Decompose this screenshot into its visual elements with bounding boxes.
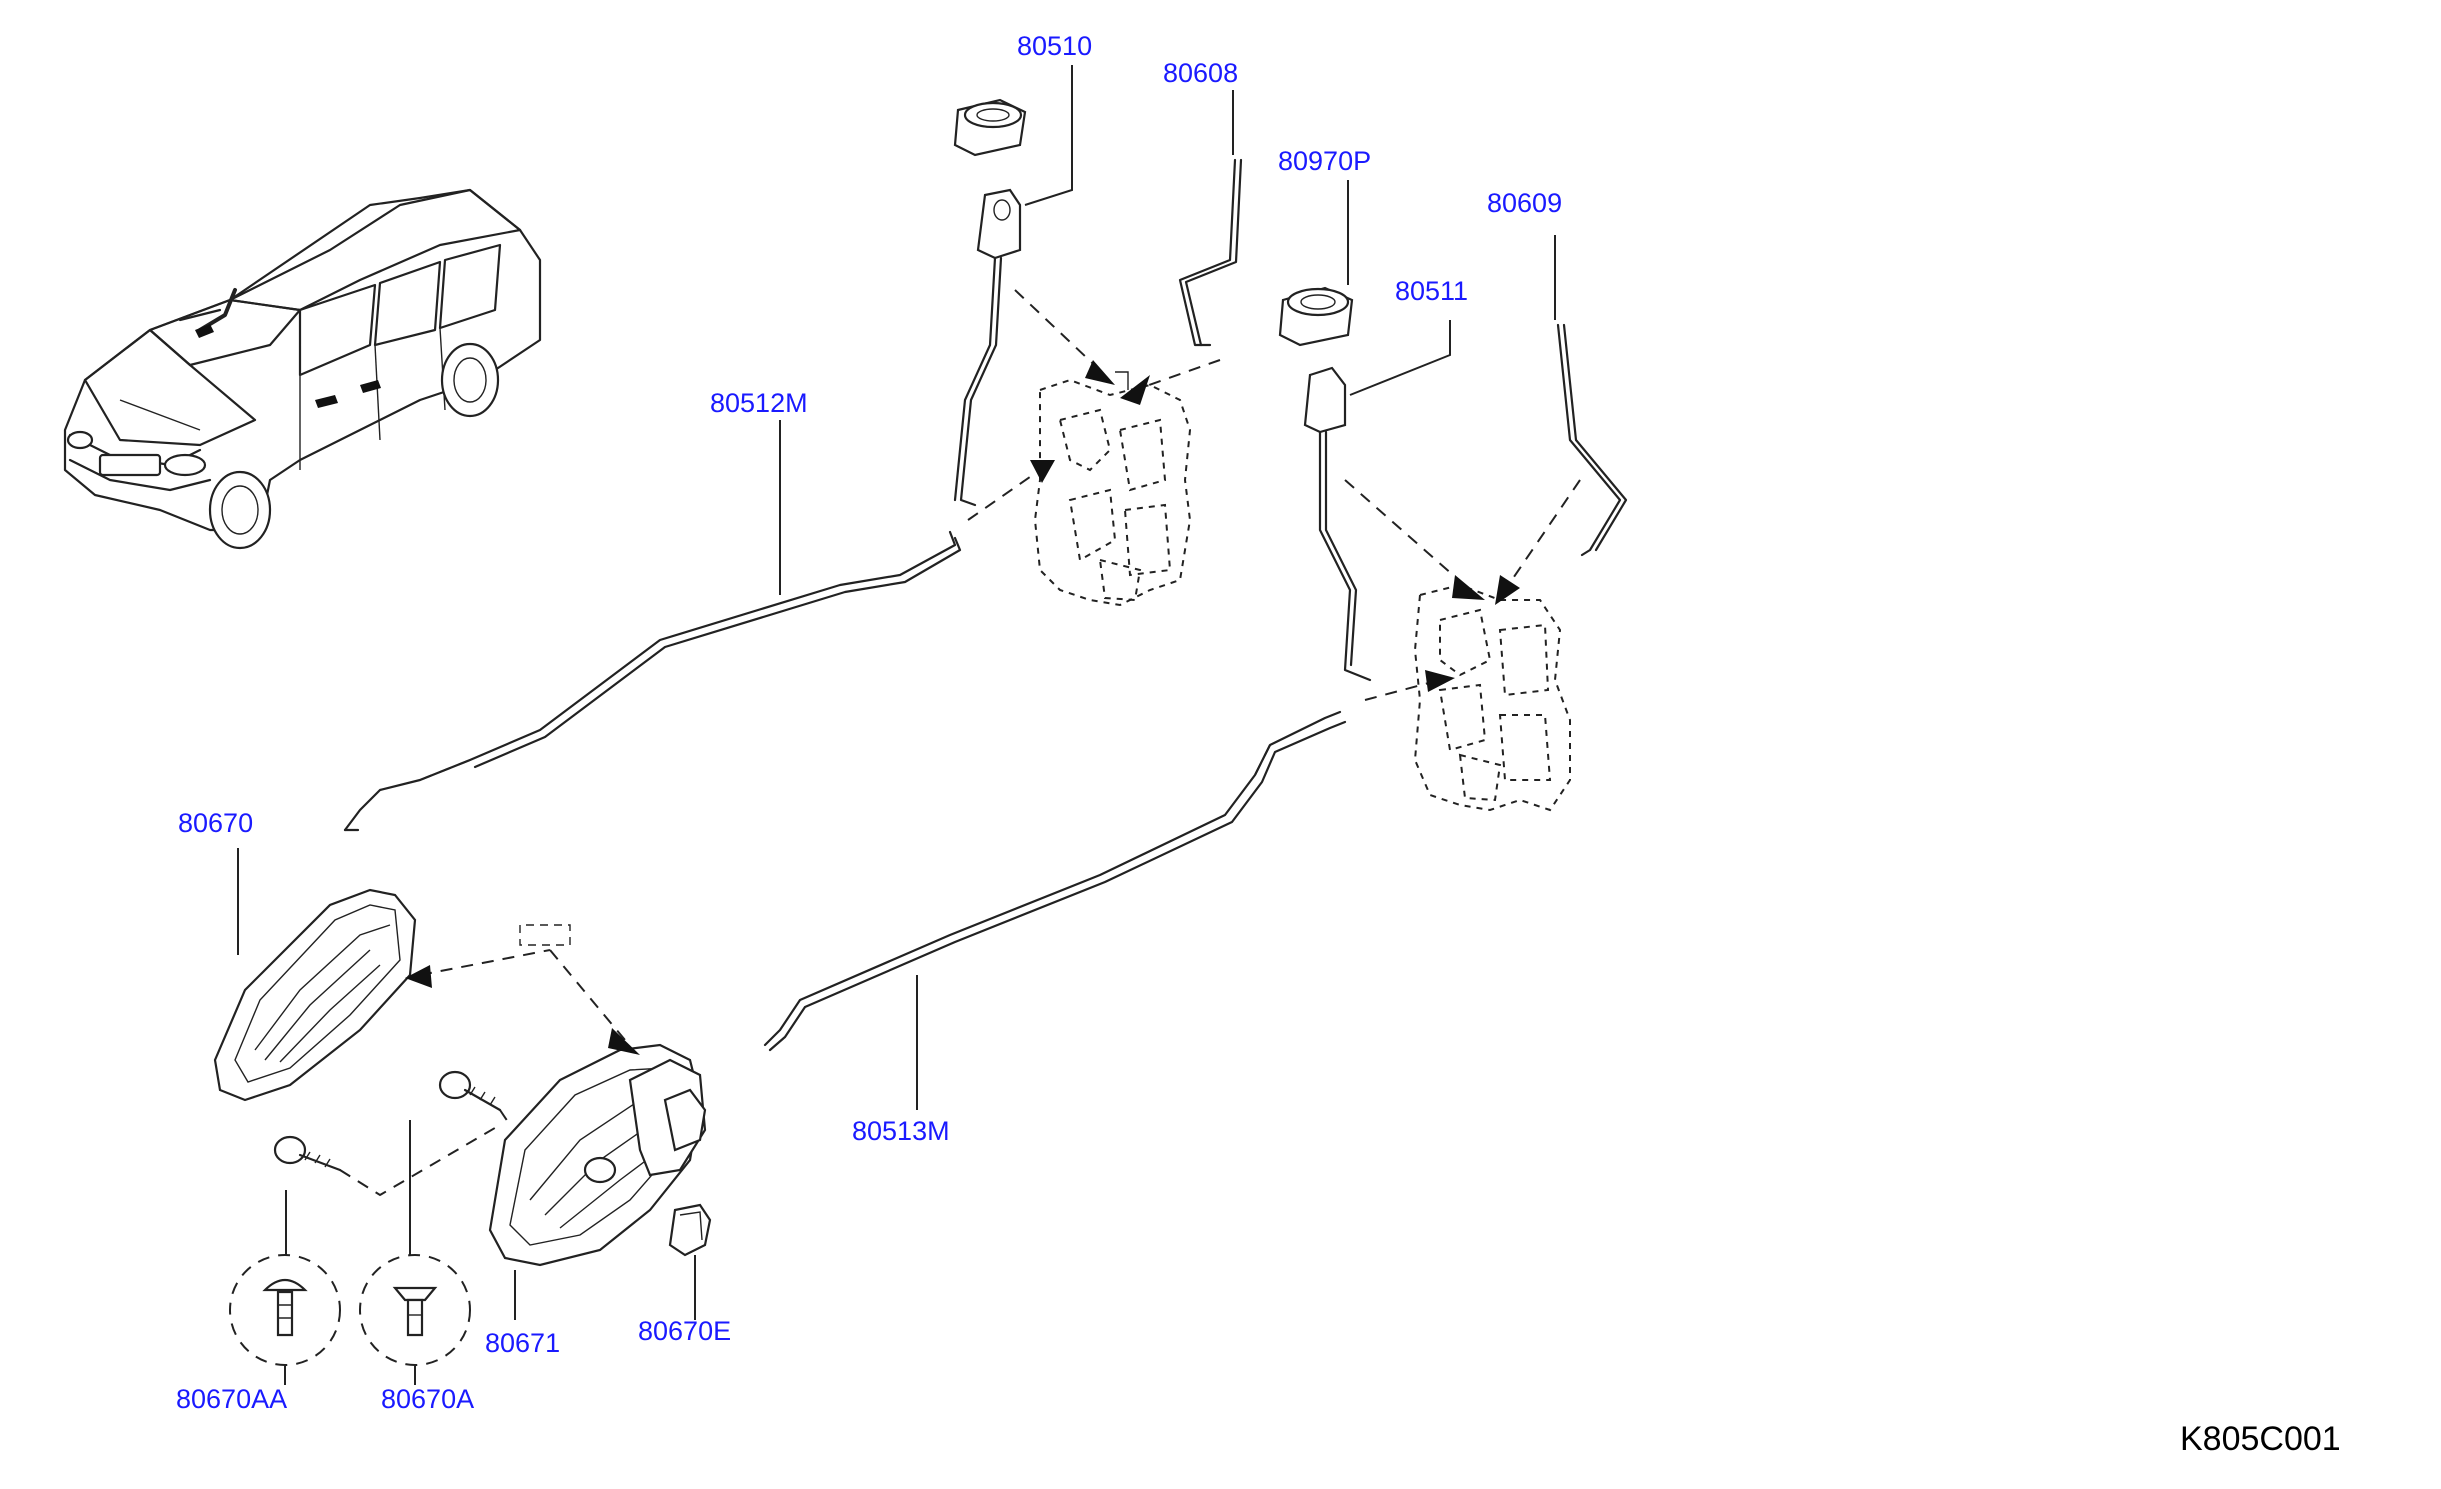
rod-80513M — [763, 710, 1347, 1052]
car-illustration — [63, 188, 542, 550]
label-80512M: 80512M — [710, 388, 808, 418]
leader-lines — [237, 65, 1556, 1385]
label-80670AA: 80670AA — [176, 1384, 288, 1414]
label-80513M: 80513M — [852, 1116, 950, 1146]
outside-handle-group — [213, 888, 712, 1366]
label-80510: 80510 — [1017, 31, 1093, 61]
label-80970P: 80970P — [1278, 146, 1372, 176]
diagram-code: K805C001 — [2180, 1420, 2341, 1458]
rear-door-lock-group — [1278, 286, 1628, 812]
label-80609: 80609 — [1487, 188, 1563, 218]
label-80511: 80511 — [1395, 276, 1469, 306]
rod-80512M — [343, 530, 962, 832]
label-80670E: 80670E — [638, 1316, 732, 1346]
front-door-lock-group — [953, 98, 1243, 607]
label-80671: 80671 — [485, 1328, 561, 1358]
label-80608: 80608 — [1163, 58, 1239, 88]
label-80670: 80670 — [178, 808, 254, 838]
label-80670A: 80670A — [381, 1384, 475, 1414]
